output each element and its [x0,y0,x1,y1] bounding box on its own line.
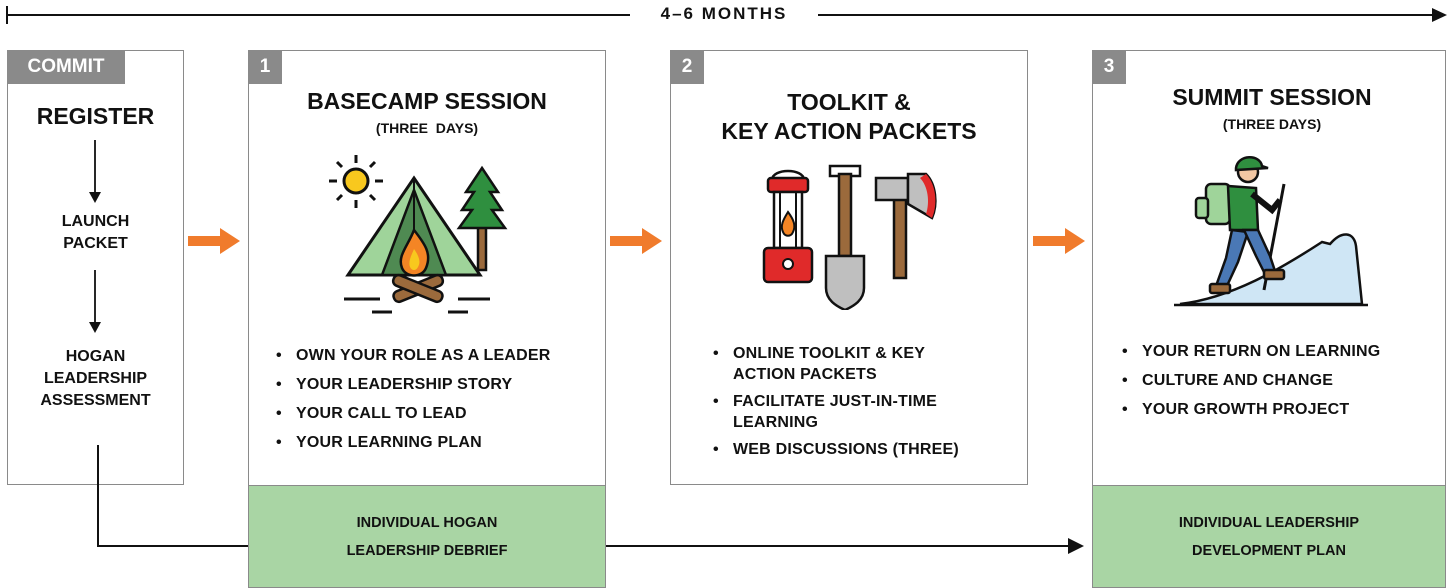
commit-step-register: REGISTER [36,103,155,129]
list-item: CULTURE AND CHANGE [1120,366,1440,395]
list-item: OWN YOUR ROLE AS A LEADER [274,341,604,370]
orange-arrow-2 [610,228,662,254]
stage-1-bullets: OWN YOUR ROLE AS A LEADER YOUR LEADERSHI… [274,341,604,457]
orange-arrow-1 [188,228,240,254]
commit-tag: COMMIT [7,50,125,84]
list-item: YOUR GROWTH PROJECT [1120,395,1440,424]
stage-1-title: BASECAMP SESSION [307,88,547,114]
stage-3-bullets: YOUR RETURN ON LEARNING CULTURE AND CHAN… [1120,337,1440,424]
stage-1-number-tag: 1 [248,50,282,84]
debrief-connector-line [97,445,1084,554]
hiker-mountain-icon [1174,156,1368,307]
stage-3-number-tag: 3 [1092,50,1126,84]
orange-arrow-3 [1033,228,1085,254]
list-item: YOUR LEADERSHIP STORY [274,370,604,399]
timeline-label: 4–6 MONTHS [660,4,788,23]
stage-3-title: SUMMIT SESSION [1172,84,1372,110]
stage-2-bullets: ONLINE TOOLKIT & KEY ACTION PACKETS FACI… [711,343,1021,460]
commit-step-hogan-assessment: HOGAN LEADERSHIP ASSESSMENT [40,348,151,409]
list-item: WEB DISCUSSIONS (THREE) [711,439,1021,460]
stage-3-footer: INDIVIDUAL LEADERSHIP DEVELOPMENT PLAN [1092,485,1446,588]
stage-1-footer-text: INDIVIDUAL HOGAN LEADERSHIP DEBRIEF [346,514,508,559]
commit-box [7,50,184,485]
stage-1-subtitle: (THREE DAYS) [375,120,479,136]
timeline-line [6,6,1447,24]
commit-down-arrows [89,140,101,333]
stage-1-footer: INDIVIDUAL HOGAN LEADERSHIP DEBRIEF [248,485,606,588]
list-item: YOUR CALL TO LEAD [274,399,604,428]
lantern-shovel-axe-icon [762,164,937,310]
stage-3-subtitle: (THREE DAYS) [1222,116,1322,132]
list-item: YOUR RETURN ON LEARNING [1120,337,1440,366]
list-item: ONLINE TOOLKIT & KEY ACTION PACKETS [711,343,1021,385]
commit-step-launch-packet: LAUNCH PACKET [61,213,130,252]
stage-2-title: TOOLKIT & KEY ACTION PACKETS [721,89,977,144]
list-item: YOUR LEARNING PLAN [274,428,604,457]
camp-tent-icon [329,155,508,314]
stage-3-footer-text: INDIVIDUAL LEADERSHIP DEVELOPMENT PLAN [1178,514,1360,559]
list-item: FACILITATE JUST-IN-TIME LEARNING [711,391,1021,433]
stage-2-number-tag: 2 [670,50,704,84]
